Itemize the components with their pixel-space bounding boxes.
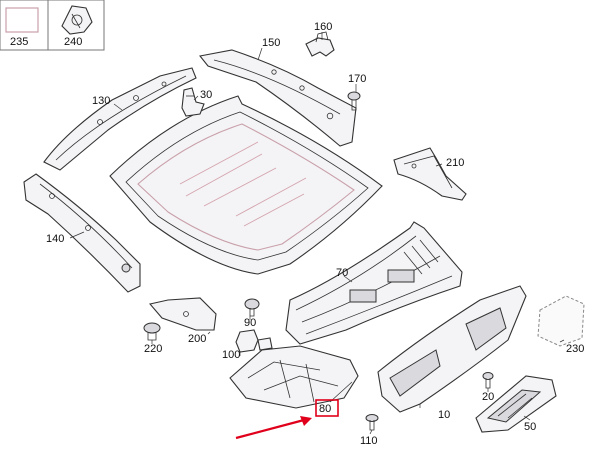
grille-piece-50[interactable] bbox=[475, 375, 557, 433]
label-170[interactable]: 170 bbox=[348, 73, 366, 85]
trim-piece-210[interactable] bbox=[393, 147, 467, 201]
legend-label-240: 240 bbox=[64, 36, 82, 48]
trim-strip-130[interactable] bbox=[43, 67, 197, 171]
bracket-200[interactable] bbox=[148, 297, 217, 331]
label-150[interactable]: 150 bbox=[262, 37, 280, 49]
red-arrow-icon bbox=[235, 416, 312, 440]
panel-cutout-right bbox=[465, 307, 507, 351]
bracket-30[interactable] bbox=[181, 87, 205, 117]
label-20[interactable]: 20 bbox=[482, 391, 494, 403]
label-140[interactable]: 140 bbox=[46, 233, 64, 245]
highlight-80[interactable]: 80 bbox=[235, 399, 339, 440]
clip-90[interactable] bbox=[244, 298, 260, 317]
label-30[interactable]: 30 bbox=[200, 89, 212, 101]
legend-box-240[interactable]: 240 bbox=[47, 0, 105, 51]
label-200[interactable]: 200 bbox=[188, 333, 206, 345]
windshield-glass-lines bbox=[179, 141, 307, 227]
label-50[interactable]: 50 bbox=[524, 421, 536, 433]
panel-cutout-left bbox=[389, 349, 441, 397]
lower-tray-80[interactable] bbox=[229, 345, 359, 409]
label-160[interactable]: 160 bbox=[314, 21, 332, 33]
screw-20[interactable] bbox=[482, 372, 494, 389]
legend-label-235: 235 bbox=[10, 36, 28, 48]
label-110[interactable]: 110 bbox=[360, 435, 378, 447]
cowl-panel-70[interactable] bbox=[285, 221, 463, 345]
screw-170[interactable] bbox=[347, 91, 361, 111]
clip-220[interactable] bbox=[143, 322, 161, 341]
label-130[interactable]: 130 bbox=[92, 95, 110, 107]
legend-box-235[interactable]: 235 bbox=[0, 0, 49, 51]
label-70[interactable]: 70 bbox=[336, 267, 348, 279]
lower-panel-10[interactable] bbox=[377, 285, 527, 413]
windshield-frame[interactable] bbox=[109, 95, 383, 275]
highlight-box bbox=[315, 399, 339, 417]
label-100[interactable]: 100 bbox=[222, 349, 240, 361]
label-80: 80 bbox=[319, 403, 331, 415]
clip-100[interactable] bbox=[235, 329, 259, 353]
label-90[interactable]: 90 bbox=[244, 317, 256, 329]
leader-lines bbox=[69, 32, 565, 435]
screw-110[interactable] bbox=[365, 414, 379, 431]
label-230[interactable]: 230 bbox=[566, 343, 584, 355]
part-labels: 150 160 170 130 30 210 140 70 90 230 220… bbox=[46, 21, 584, 447]
label-10[interactable]: 10 bbox=[438, 409, 450, 421]
trim-strip-150[interactable] bbox=[198, 49, 357, 147]
foam-pad-230[interactable] bbox=[537, 295, 585, 347]
label-220[interactable]: 220 bbox=[144, 343, 162, 355]
cowl-grille-icon bbox=[349, 239, 439, 303]
clip-small[interactable] bbox=[257, 337, 273, 351]
label-210[interactable]: 210 bbox=[446, 157, 464, 169]
part-235-icon bbox=[5, 7, 39, 33]
clip-160[interactable] bbox=[305, 31, 335, 57]
clip-240-icon bbox=[61, 5, 93, 35]
